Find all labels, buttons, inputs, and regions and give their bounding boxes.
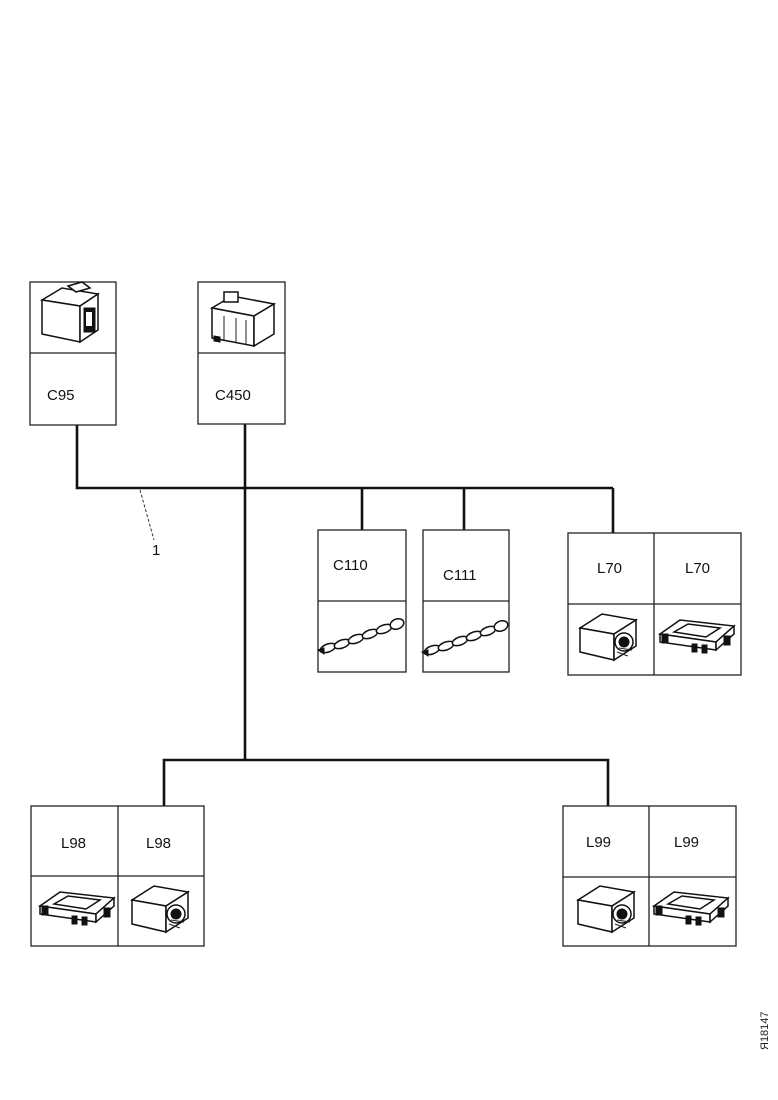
splice-c110: C110: [317, 529, 407, 673]
label-c110: C110: [333, 557, 368, 574]
callout-1: 1: [139, 489, 160, 559]
label-c95: C95: [47, 387, 75, 404]
connector-c95: C95: [29, 281, 117, 426]
label-c111: C111: [443, 567, 477, 584]
label-l99-a: L99: [586, 834, 611, 851]
figure-code: Я18147: [759, 1011, 771, 1050]
label-c450: C450: [215, 387, 251, 404]
label-l98-b: L98: [146, 835, 171, 852]
connector-l98-pair: L98 L98: [30, 805, 205, 947]
splice-c111: C111: [421, 529, 511, 673]
label-l99-b: L99: [674, 834, 699, 851]
label-l70-a: L70: [597, 560, 622, 577]
connector-l70-pair: L70 L70: [567, 532, 742, 676]
callout-number: 1: [152, 542, 160, 559]
connector-l99-pair: L99 L99: [562, 805, 737, 947]
label-l98-a: L98: [61, 835, 86, 852]
connector-c450: C450: [197, 281, 286, 425]
wire-harness: [75, 424, 615, 806]
label-l70-b: L70: [685, 560, 710, 577]
